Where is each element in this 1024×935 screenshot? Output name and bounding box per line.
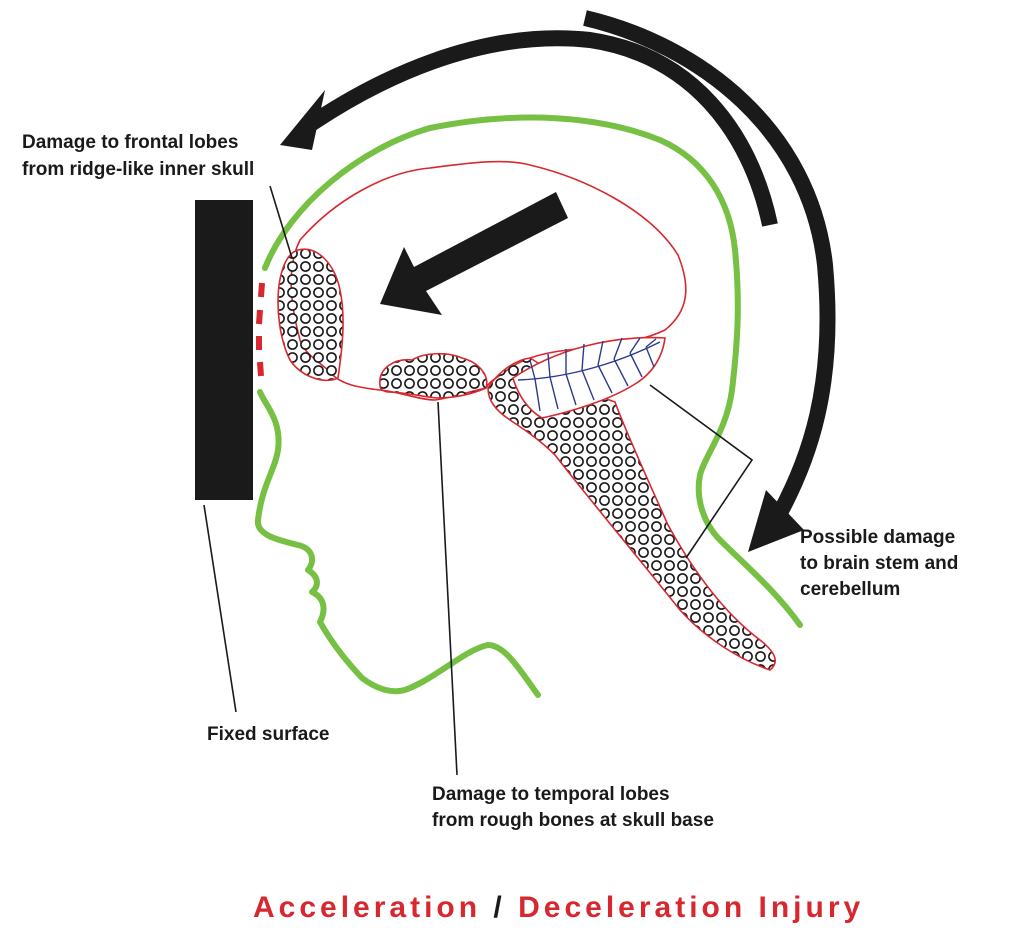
rotation-arrow-upper bbox=[300, 30, 778, 227]
rotation-arrow-lower bbox=[583, 10, 836, 526]
head-outline-upper bbox=[262, 114, 803, 628]
frontal-lobes-label: Damage to frontal lobes from ridge-like … bbox=[22, 132, 254, 180]
brainstem-pointer-line bbox=[649, 384, 754, 559]
cerebellum bbox=[512, 336, 666, 419]
rotation-arrow-upper-head bbox=[280, 90, 325, 150]
title-separator: / bbox=[493, 891, 505, 924]
fixed-surface-block bbox=[195, 200, 253, 500]
face-outline bbox=[255, 389, 541, 698]
frontal-pointer-line bbox=[269, 185, 293, 259]
impact-dashes bbox=[256, 282, 265, 377]
fixed-surface-label: Fixed surface bbox=[207, 724, 330, 745]
temporal-lobe-damage-area bbox=[379, 352, 488, 399]
temporal-pointer-line bbox=[437, 401, 458, 776]
rotation-arrow-lower-head bbox=[748, 490, 804, 552]
diagram-title: Acceleration / Deceleration Injury bbox=[253, 891, 864, 924]
title-deceleration: Deceleration Injury bbox=[518, 891, 864, 924]
frontal-lobe-damage-area bbox=[277, 248, 344, 382]
forward-motion-arrow bbox=[380, 192, 568, 315]
title-acceleration: Acceleration bbox=[253, 891, 481, 924]
brainstem-cerebellum-label: Possible damage to brain stem and cerebe… bbox=[800, 527, 964, 600]
temporal-lobes-label: Damage to temporal lobes from rough bone… bbox=[432, 784, 714, 831]
fixed-surface-pointer-line bbox=[203, 504, 237, 713]
pointer-lines bbox=[203, 185, 754, 776]
